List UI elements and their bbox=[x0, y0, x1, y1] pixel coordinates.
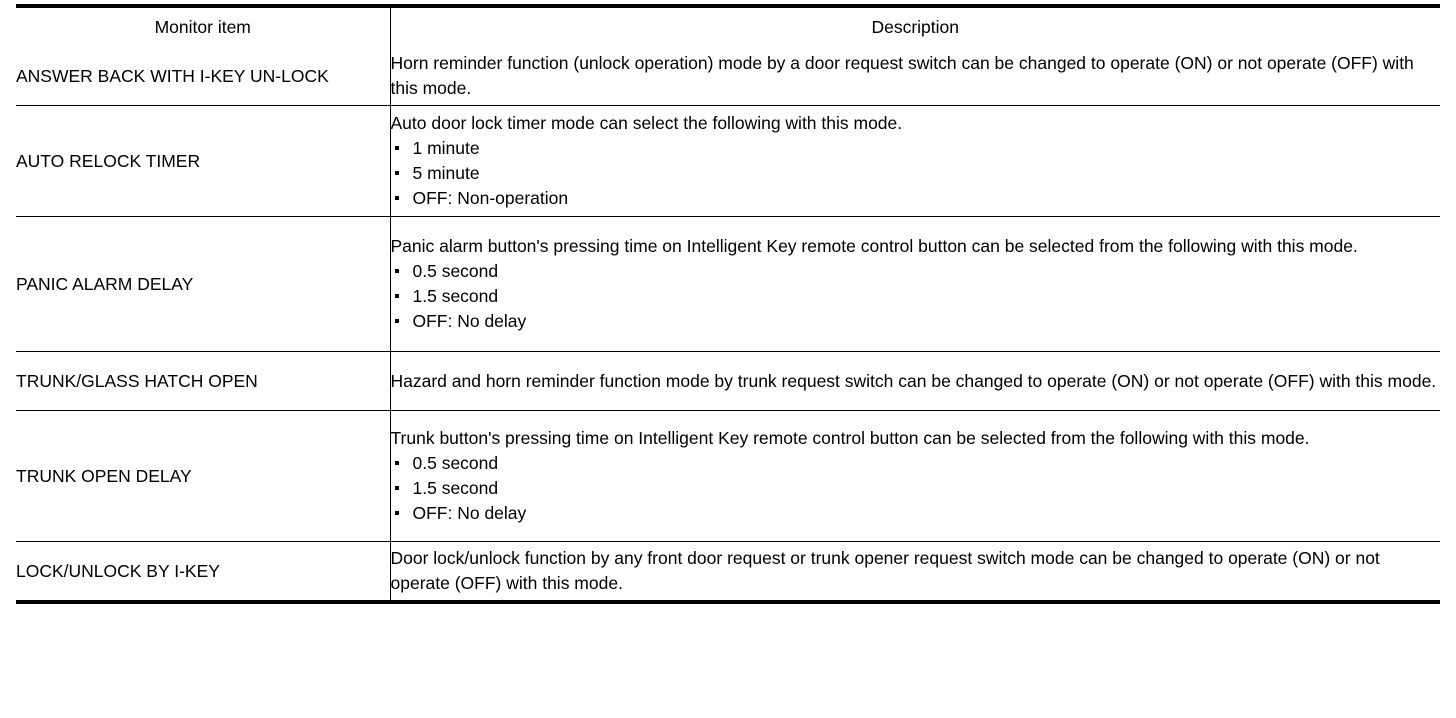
column-header-description: Description bbox=[871, 17, 960, 38]
option-list: 1 minute 5 minute OFF: Non-operation bbox=[391, 136, 1441, 211]
list-item: OFF: No delay bbox=[391, 309, 1441, 334]
monitor-item-description-table: Monitor item Description ANSWER BACK WIT… bbox=[16, 4, 1440, 604]
monitor-item-name: TRUNK/GLASS HATCH OPEN bbox=[16, 351, 391, 411]
column-header-monitor-item: Monitor item bbox=[16, 6, 391, 47]
list-item: 5 minute bbox=[391, 161, 1441, 186]
option-list: 0.5 second 1.5 second OFF: No delay bbox=[391, 451, 1441, 526]
table-row: PANIC ALARM DELAY Panic alarm button's p… bbox=[16, 216, 1441, 352]
list-item: 0.5 second bbox=[391, 259, 1441, 284]
description-text: Hazard and horn reminder function mode b… bbox=[390, 370, 1437, 391]
description-text: Auto door lock timer mode can select the… bbox=[390, 113, 903, 134]
table-body: ANSWER BACK WITH I-KEY UN-LOCK Horn remi… bbox=[16, 47, 1440, 602]
table-row: TRUNK OPEN DELAY Trunk button's pressing… bbox=[16, 410, 1441, 542]
table-row: TRUNK/GLASS HATCH OPEN Hazard and horn r… bbox=[16, 351, 1440, 411]
option-list: 0.5 second 1.5 second OFF: No delay bbox=[391, 259, 1441, 334]
monitor-item-name: ANSWER BACK WITH I-KEY UN-LOCK bbox=[16, 47, 391, 106]
list-item: 0.5 second bbox=[391, 451, 1441, 476]
monitor-item-description: Horn reminder function (unlock operation… bbox=[390, 47, 1440, 106]
table-row: ANSWER BACK WITH I-KEY UN-LOCK Horn remi… bbox=[16, 47, 1440, 106]
monitor-item-name: TRUNK OPEN DELAY bbox=[16, 410, 391, 542]
description-text: Panic alarm button's pressing time on In… bbox=[390, 236, 1358, 257]
spec-table-container: Monitor item Description ANSWER BACK WIT… bbox=[16, 4, 1440, 604]
description-text: Horn reminder function (unlock operation… bbox=[390, 53, 1414, 98]
list-item: 1.5 second bbox=[391, 284, 1441, 309]
list-item: OFF: Non-operation bbox=[391, 186, 1441, 211]
list-item: 1.5 second bbox=[391, 476, 1441, 501]
monitor-item-name: LOCK/UNLOCK BY I-KEY bbox=[16, 541, 391, 602]
table-header: Monitor item Description bbox=[16, 6, 1440, 47]
monitor-item-description: Auto door lock timer mode can select the… bbox=[390, 105, 1441, 217]
table-row: LOCK/UNLOCK BY I-KEY Door lock/unlock fu… bbox=[16, 541, 1440, 603]
monitor-item-description: Hazard and horn reminder function mode b… bbox=[390, 351, 1440, 411]
list-item: OFF: No delay bbox=[391, 501, 1441, 526]
monitor-item-description: Trunk button's pressing time on Intellig… bbox=[390, 410, 1441, 542]
monitor-item-description: Door lock/unlock function by any front d… bbox=[390, 542, 1440, 603]
table-row: AUTO RELOCK TIMER Auto door lock timer m… bbox=[16, 105, 1441, 217]
list-item: 1 minute bbox=[391, 136, 1441, 161]
description-text: Door lock/unlock function by any front d… bbox=[390, 548, 1380, 593]
monitor-item-description: Panic alarm button's pressing time on In… bbox=[390, 216, 1441, 352]
description-text: Trunk button's pressing time on Intellig… bbox=[390, 428, 1310, 449]
table-header-row: Monitor item Description bbox=[16, 6, 1440, 47]
monitor-item-name: PANIC ALARM DELAY bbox=[16, 216, 391, 352]
monitor-item-name: AUTO RELOCK TIMER bbox=[16, 105, 391, 217]
